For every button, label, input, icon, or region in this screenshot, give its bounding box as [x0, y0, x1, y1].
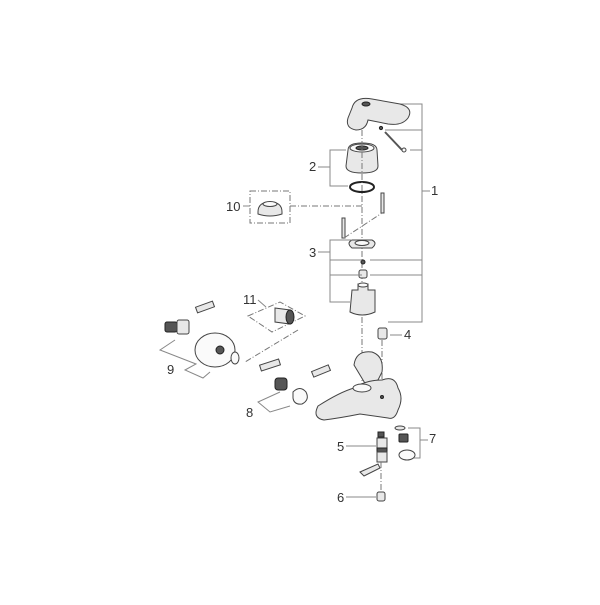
- part-9-eccentric-set: [158, 300, 240, 379]
- callout-label-9: 9: [167, 362, 175, 377]
- callout-label-3: 3: [309, 245, 317, 260]
- mixer-body: [315, 351, 402, 421]
- mounting-screws: [341, 192, 385, 239]
- callout-label-10: 10: [226, 199, 241, 214]
- callout-label-1: 1: [431, 183, 439, 198]
- handle-screw: [378, 125, 407, 153]
- part-10-box: [243, 190, 362, 224]
- part-5-diverter: [346, 431, 388, 463]
- part-6-nut: [346, 462, 386, 502]
- callout-label-6: 6: [337, 490, 345, 505]
- callout-label-7: 7: [429, 431, 437, 446]
- callout-1-bracket: [370, 103, 430, 323]
- callout-label-5: 5: [337, 439, 345, 454]
- part-3-cartridge-group: [348, 239, 376, 316]
- callout-label-4: 4: [404, 327, 412, 342]
- callout-label-8: 8: [246, 405, 254, 420]
- callout-label-11: 11: [243, 292, 257, 307]
- callout-label-2: 2: [309, 159, 317, 174]
- callout-3-bracket: [318, 239, 362, 303]
- callout-2-bracket: [318, 149, 348, 187]
- part-7-aerator-set: [394, 425, 428, 461]
- part-8-connection-set: [257, 358, 332, 413]
- part-11-box: [244, 299, 307, 363]
- lever-handle: [346, 97, 411, 131]
